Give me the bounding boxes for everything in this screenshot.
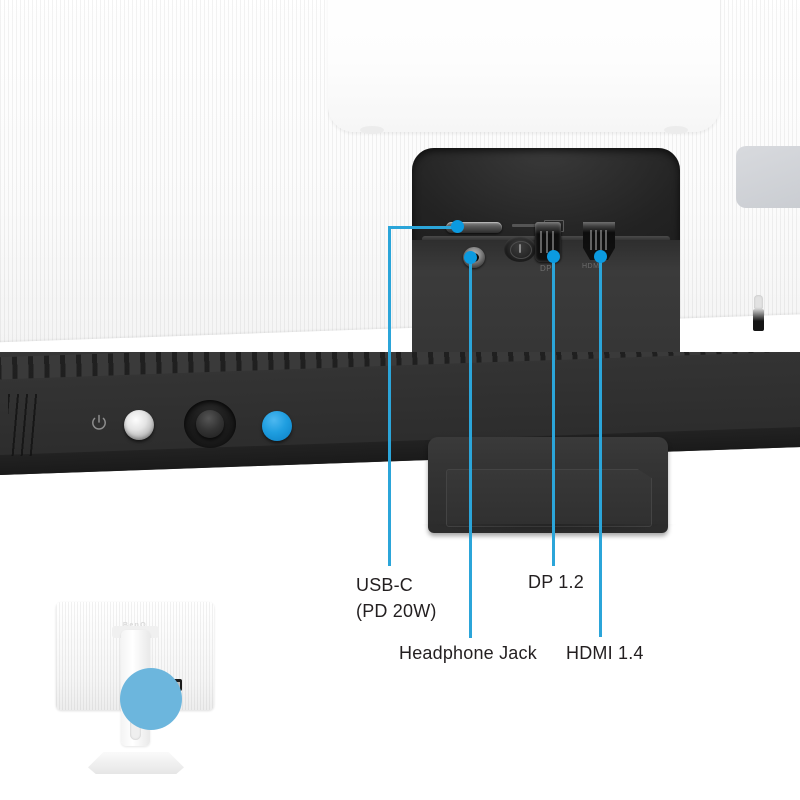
thumbnail-zoom-highlight [120, 668, 182, 730]
usb-c-port[interactable] [446, 222, 502, 233]
lock-slot-hole [753, 309, 764, 331]
hdmi-port[interactable] [583, 222, 615, 260]
thumbnail-stand-base [88, 752, 184, 774]
stand-mount-block [428, 437, 668, 533]
callout-label-usbc-line2: (PD 20W) [356, 601, 437, 621]
thumbnail-brand-logo: BenQ [123, 622, 147, 629]
thumbnail-cable-hole [130, 718, 141, 740]
port-etch-line [512, 224, 538, 227]
leader-line-dp [552, 259, 555, 566]
lower-chassis [0, 352, 800, 532]
power-icon [92, 414, 106, 430]
osd-joystick[interactable] [184, 400, 236, 448]
displayport-pins [540, 231, 556, 253]
leader-line-hdmi [599, 259, 602, 637]
callout-dot-usbc [451, 220, 464, 233]
chassis-seam [8, 394, 38, 456]
hdmi-etch-label: HDMI [582, 263, 602, 270]
callout-label-dp: DP 1.2 [528, 572, 584, 592]
leader-line-usbc-vertical [388, 226, 391, 566]
power-button[interactable] [124, 410, 154, 440]
callout-dot-headphone [464, 251, 477, 264]
blue-shortcut-button[interactable] [262, 411, 292, 441]
monitor-rear-shell [0, 0, 800, 394]
stand-shadow [418, 524, 678, 534]
callout-label-headphone: Headphone Jack [399, 643, 537, 663]
leader-line-headphone [469, 260, 472, 638]
callout-dot-dp [547, 250, 560, 263]
callout-label-hdmi: HDMI 1.4 [566, 643, 644, 663]
dp-etch-label: DP [540, 264, 553, 273]
dc-jack-ring [510, 241, 532, 259]
stand-mount-inset [446, 469, 652, 527]
dc-jack-pin [519, 244, 521, 253]
hdmi-pins [590, 230, 608, 250]
joystick-stick[interactable] [196, 410, 224, 438]
callout-label-usbc-line1: USB-C [356, 575, 414, 595]
monitor-thumbnail: BenQ [40, 592, 230, 792]
kensington-lock-slot [753, 295, 764, 331]
callout-dot-hdmi [594, 250, 607, 263]
rear-panel-notch [736, 146, 800, 208]
callout-label-usbc: USB-C (PD 20W) [356, 572, 437, 624]
lock-slot-upper [754, 295, 763, 309]
leader-line-usbc-horizontal [388, 226, 460, 229]
dc-power-input[interactable] [504, 236, 536, 262]
upper-raised-panel [328, 0, 720, 134]
io-port-bay [412, 148, 680, 380]
